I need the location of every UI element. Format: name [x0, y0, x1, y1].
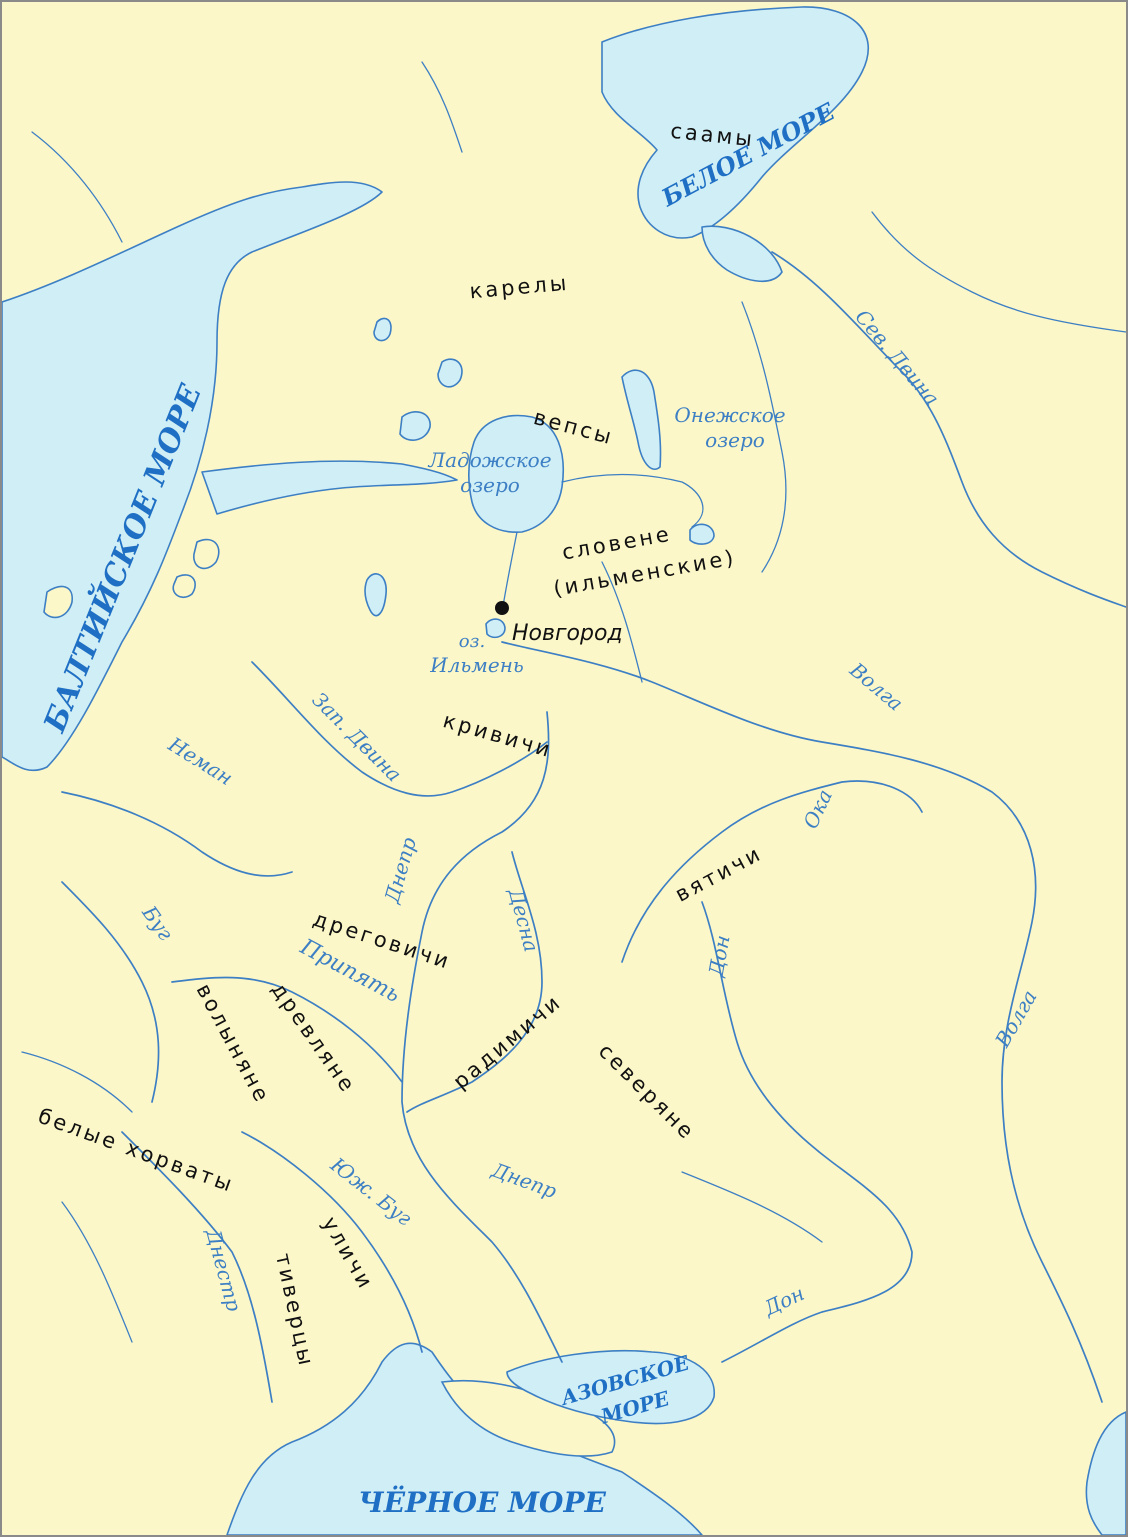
azov-sea	[506, 1349, 715, 1425]
river-misc-4	[21, 1051, 133, 1113]
river-neman	[61, 791, 293, 877]
river-misc-1	[741, 301, 787, 573]
label-black-sea: ЧЁРНОЕ МОРЕ	[358, 1485, 606, 1519]
lake-beloe	[689, 523, 715, 545]
lake-peipus	[364, 573, 387, 617]
river-misc-2	[561, 473, 704, 528]
river-desna	[406, 851, 543, 1113]
label-ladoga-2: озеро	[460, 473, 520, 497]
lake-karelia-2	[437, 358, 463, 388]
lake-ladoga	[468, 414, 564, 533]
white-sea-gulf	[701, 225, 783, 283]
river-misc-5	[681, 1171, 823, 1243]
river-dnestr	[121, 1131, 273, 1403]
baltic-sea	[2, 181, 383, 772]
river-yuzh-bug	[241, 1131, 423, 1353]
label-ladoga-1: Ладожское	[427, 448, 551, 472]
river-zap-dvina	[251, 661, 548, 797]
river-dnepr	[401, 711, 563, 1363]
label-onega-1: Онежское	[674, 403, 785, 427]
white-sea	[601, 6, 869, 239]
river-misc-6	[61, 1201, 133, 1343]
baltic-island-1	[43, 585, 73, 619]
label-ilmen-2: Ильмень	[429, 653, 524, 677]
river-sev-dvina-trib	[871, 211, 1126, 333]
river-pripyat	[171, 976, 403, 1083]
river-volga	[501, 641, 1103, 1403]
novgorod-marker	[495, 601, 509, 615]
label-city-novgorod: Новгород	[512, 621, 623, 646]
river-bug	[61, 881, 160, 1103]
baltic-island-3	[172, 574, 196, 599]
lake-onega	[621, 369, 662, 470]
river-don	[701, 901, 913, 1363]
river-oka	[621, 780, 923, 963]
river-sev-dvina	[771, 251, 1126, 608]
lake-ilmen	[485, 618, 506, 639]
river-misc-8	[421, 61, 463, 153]
black-sea	[226, 1342, 703, 1535]
caspian-corner	[1085, 1411, 1126, 1535]
river-misc-3	[601, 561, 643, 683]
gulf-of-finland	[201, 460, 458, 515]
river-misc-7	[31, 131, 123, 243]
label-onega-2: озеро	[705, 428, 765, 452]
baltic-island-2	[193, 538, 220, 570]
lake-karelia-3	[373, 317, 392, 342]
label-ilmen-1: оз.	[459, 631, 485, 652]
lake-karelia-1	[399, 411, 431, 441]
crimea	[440, 1379, 616, 1457]
